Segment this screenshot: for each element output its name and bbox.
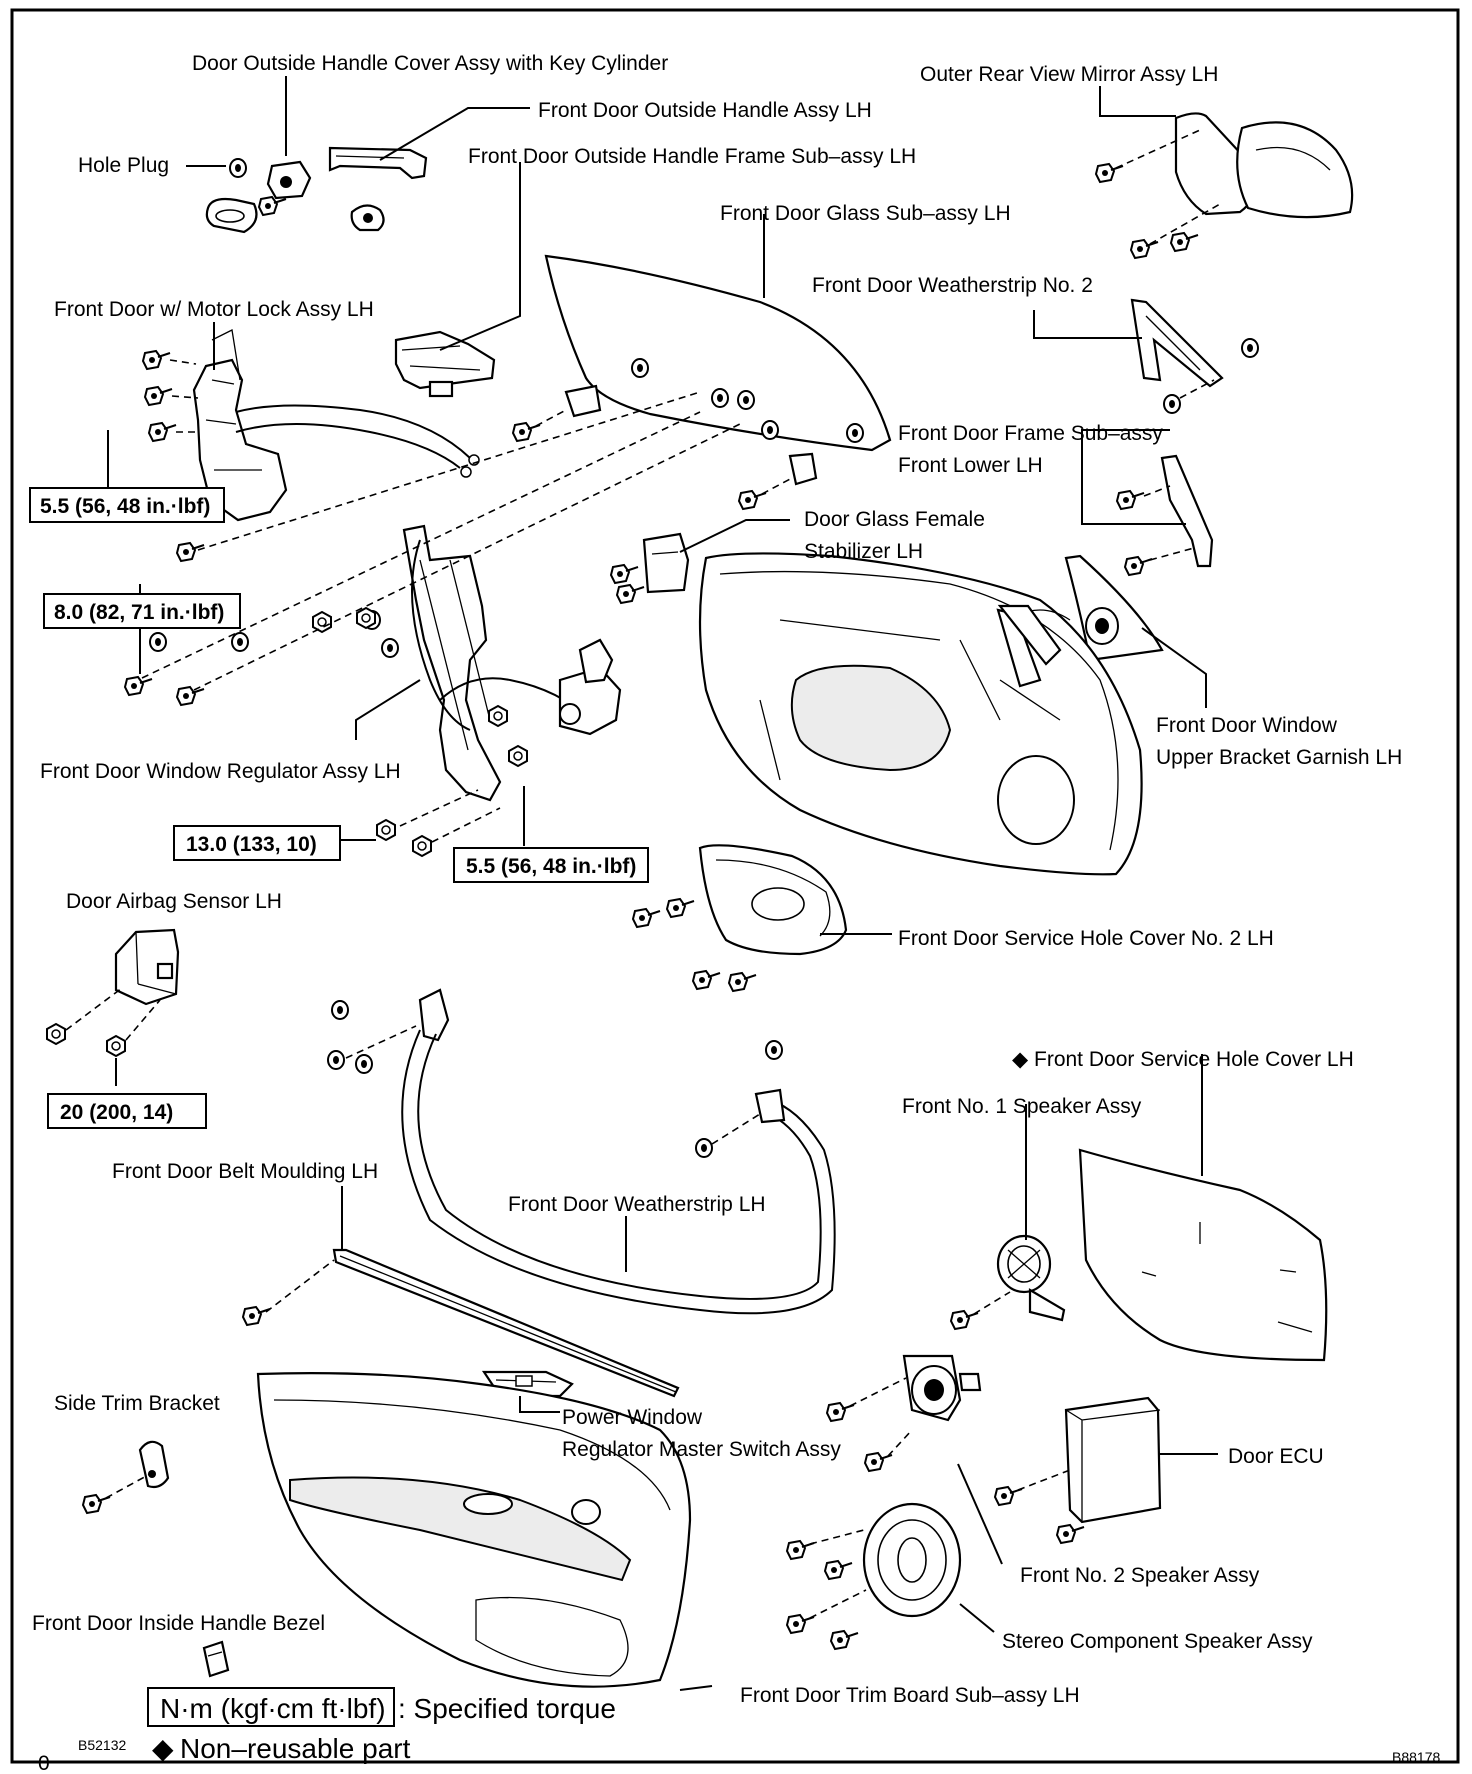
- label-window-regulator: Front Door Window Regulator Assy LH: [40, 760, 401, 783]
- label-pw-switch-line2: Regulator Master Switch Assy: [562, 1438, 841, 1461]
- label-door-frame-line2: Front Lower LH: [898, 454, 1043, 477]
- outside-handle-group: [205, 146, 428, 234]
- leader-lines: [107, 76, 1218, 1691]
- legend-non-reusable-symbol: ◆: [152, 1733, 174, 1764]
- motor-lock-part: [142, 329, 480, 562]
- handle-frame-part: [394, 330, 496, 398]
- label-trim-board: Front Door Trim Board Sub–assy LH: [740, 1684, 1080, 1707]
- label-weatherstrip: Front Door Weatherstrip LH: [508, 1193, 766, 1216]
- door-glass-part: [544, 254, 892, 452]
- label-service-hole-cover-no2: Front Door Service Hole Cover No. 2 LH: [898, 927, 1274, 950]
- window-regulator-part: [124, 391, 741, 857]
- label-front-door-glass: Front Door Glass Sub–assy LH: [720, 202, 1011, 225]
- label-belt-moulding: Front Door Belt Moulding LH: [112, 1160, 378, 1183]
- door-frame-lower-part: [1116, 454, 1214, 576]
- label-side-trim-bracket: Side Trim Bracket: [54, 1392, 220, 1415]
- page-frame: [10, 8, 1460, 1764]
- label-inside-handle-bezel: Front Door Inside Handle Bezel: [32, 1612, 325, 1635]
- legend-torque-units: N·m (kgf·cm ft·lbf): [160, 1693, 386, 1724]
- label-door-outside-handle-cover: Door Outside Handle Cover Assy with Key …: [192, 52, 668, 75]
- label-service-hole-cover: ◆ Front Door Service Hole Cover LH: [1012, 1048, 1354, 1071]
- door-inner-panel: [698, 552, 1143, 876]
- label-door-ecu: Door ECU: [1228, 1445, 1324, 1468]
- speaker-no2-part: [826, 1354, 982, 1472]
- torque-regulator-bolts: 13.0 (133, 10): [186, 833, 317, 856]
- side-trim-bracket-part: [82, 1440, 170, 1514]
- torque-airbag-sensor: 20 (200, 14): [60, 1101, 173, 1124]
- label-pw-switch-line1: Power Window: [562, 1406, 703, 1429]
- speaker-no1-part: [950, 1234, 1066, 1330]
- legend-torque-text: : Specified torque: [398, 1693, 616, 1724]
- label-stereo-speaker: Stereo Component Speaker Assy: [1002, 1630, 1313, 1653]
- non-reusable-mark: ◆: [1012, 1048, 1029, 1071]
- figure-code-right: B88178: [1392, 1749, 1440, 1765]
- label-glass-stabilizer-line1: Door Glass Female: [804, 508, 985, 531]
- label-front-door-outside-handle: Front Door Outside Handle Assy LH: [538, 99, 872, 122]
- label-window-upper-bracket-line2: Upper Bracket Garnish LH: [1156, 746, 1402, 769]
- torque-motor-lock: 5.5 (56, 48 in.·lbf): [40, 495, 210, 518]
- weatherstrip-no2-part: [1130, 298, 1259, 414]
- upper-bracket-garnish-part: [1064, 554, 1164, 662]
- service-hole-cover-text: Front Door Service Hole Cover LH: [1034, 1048, 1354, 1071]
- torque-box-airbag-sensor: [47, 1093, 207, 1129]
- torque-box-motor-lock: [29, 487, 225, 523]
- inside-handle-bezel-part: [202, 1640, 230, 1678]
- torque-box-regulator-bolts: [173, 825, 341, 861]
- glass-stabilizer-part: [512, 384, 818, 604]
- door-ecu-part: [994, 1396, 1162, 1544]
- airbag-sensor-part: [46, 928, 180, 1057]
- label-hole-plug: Hole Plug: [78, 154, 169, 177]
- weatherstrip-part: [327, 988, 836, 1315]
- torque-glass-bolts: 8.0 (82, 71 in.·lbf): [54, 601, 224, 624]
- label-outside-handle-frame: Front Door Outside Handle Frame Sub–assy…: [468, 145, 916, 168]
- label-door-frame-line1: Front Door Frame Sub–assy: [898, 422, 1163, 445]
- page-marker: 0: [38, 1752, 50, 1774]
- label-speaker-no2: Front No. 2 Speaker Assy: [1020, 1564, 1260, 1587]
- label-outer-rear-view-mirror: Outer Rear View Mirror Assy LH: [920, 63, 1218, 86]
- label-motor-lock: Front Door w/ Motor Lock Assy LH: [54, 298, 374, 321]
- label-window-upper-bracket-line1: Front Door Window: [1156, 714, 1338, 737]
- mirror-part: [1095, 112, 1354, 259]
- belt-moulding-part: [242, 1248, 680, 1398]
- legend-non-reusable-text: Non–reusable part: [180, 1733, 411, 1764]
- label-glass-stabilizer-line2: Stabilizer LH: [804, 540, 923, 563]
- label-door-airbag-sensor: Door Airbag Sensor LH: [66, 890, 282, 913]
- torque-box-regulator-motor: [453, 847, 649, 883]
- service-hole-cover-no2-part: [632, 844, 848, 992]
- stereo-speaker-part: [786, 1502, 962, 1650]
- trim-board-part: [256, 1372, 692, 1688]
- legend-torque-box: [147, 1687, 395, 1727]
- label-weatherstrip-no2: Front Door Weatherstrip No. 2: [812, 274, 1093, 297]
- torque-box-glass-bolts: [43, 593, 241, 629]
- torque-regulator-motor: 5.5 (56, 48 in.·lbf): [466, 855, 636, 878]
- figure-code: B52132: [78, 1737, 126, 1753]
- service-hole-cover-part: [1078, 1148, 1328, 1362]
- label-speaker-no1: Front No. 1 Speaker Assy: [902, 1095, 1142, 1118]
